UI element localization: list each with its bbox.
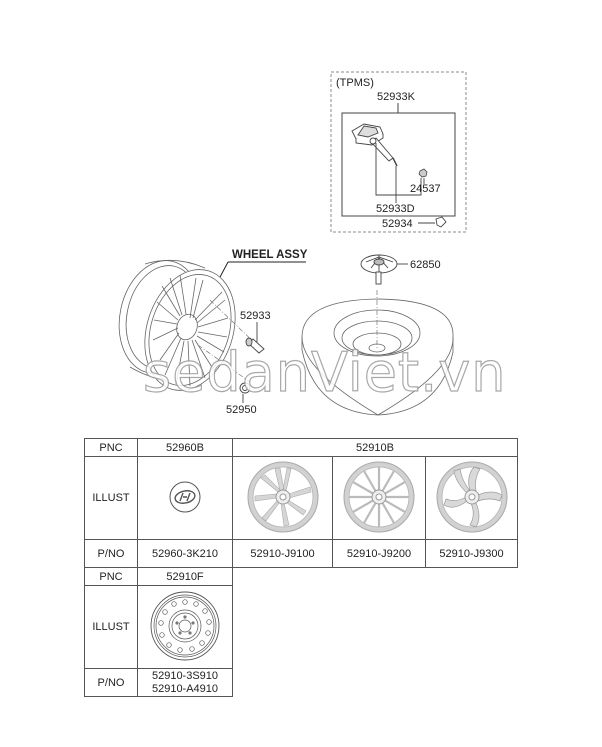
lug-nut-icon: [239, 382, 251, 394]
table-row-illust: ILLUST: [84, 585, 518, 669]
steel-wheel-icon: [150, 591, 220, 660]
table-row-pno: P/NO 52910-3S910 52910-A4910: [84, 668, 518, 697]
pno-line: 52910-3S910: [151, 669, 219, 682]
alloy-wheel-5-swirl-spoke-icon: [436, 461, 507, 532]
wheel-valve-pnc: 52933: [240, 310, 271, 322]
row-label-pnc: PNC: [84, 567, 138, 586]
alloy-wheel-5-twin-spoke-icon: [247, 461, 318, 532]
row-label-pno: P/NO: [84, 539, 138, 568]
pno-cell: 52910-3S910 52910-A4910: [137, 668, 233, 697]
valve-stem-icon: [369, 137, 394, 162]
parts-table: PNC 52960B 52910B ILLUST: [84, 438, 518, 697]
tpms-group-box: [330, 71, 467, 233]
row-label-pno: P/NO: [84, 668, 138, 697]
spare-tire-drawing: [301, 298, 454, 416]
table-row-pnc: PNC 52910F: [84, 567, 518, 586]
illust-cell: [137, 585, 233, 669]
tpms-kit-pnc: 52933K: [377, 91, 415, 103]
nut-pnc: 24537: [410, 183, 441, 195]
hyundai-emblem-icon: [169, 481, 201, 512]
pno-cell: 52910-J9100: [232, 539, 333, 568]
lug-nut-pnc: 52950: [226, 404, 257, 416]
pnc-cell: 52910F: [137, 567, 233, 586]
valve-cap-icon: [435, 216, 447, 228]
illust-cell: [332, 456, 426, 540]
row-label-illust: ILLUST: [84, 585, 138, 669]
alloy-wheel-drawing: [118, 259, 236, 391]
pno-cell: 52910-J9200: [332, 539, 426, 568]
spare-hold-bolt-pnc: 62850: [410, 259, 441, 271]
nut-icon: [418, 168, 428, 178]
valve-stem-pnc: 52933D: [376, 203, 415, 215]
valve-core-icon: [392, 157, 398, 167]
pnc-cell: 52960B: [137, 438, 233, 457]
pnc-cell: 52910B: [232, 438, 518, 457]
wheel-assy-label: WHEEL ASSY: [232, 249, 308, 261]
tpms-sensor-icon: [351, 123, 384, 146]
wheel-valve-icon: [245, 337, 265, 354]
tpms-title: (TPMS): [336, 77, 374, 89]
pno-cell: 52910-J9300: [425, 539, 518, 568]
pno-cell: 52960-3K210: [137, 539, 233, 568]
valve-cap-pnc: 52934: [382, 218, 413, 230]
table-row-pnc: PNC 52960B 52910B: [84, 438, 518, 457]
illust-cell: [425, 456, 518, 540]
table-row-illust: ILLUST: [84, 456, 518, 540]
pno-line: 52910-A4910: [151, 682, 219, 695]
row-label-pnc: PNC: [84, 438, 138, 457]
illust-cell: [232, 456, 333, 540]
exploded-parts-diagram: [118, 71, 467, 416]
alloy-wheel-multi-spoke-icon: [343, 461, 415, 532]
illust-cell: [137, 456, 233, 540]
row-label-illust: ILLUST: [84, 456, 138, 540]
spare-hold-bolt-icon: [360, 254, 398, 285]
table-row-pno: P/NO 52960-3K210 52910-J9100 52910-J9200…: [84, 539, 518, 568]
